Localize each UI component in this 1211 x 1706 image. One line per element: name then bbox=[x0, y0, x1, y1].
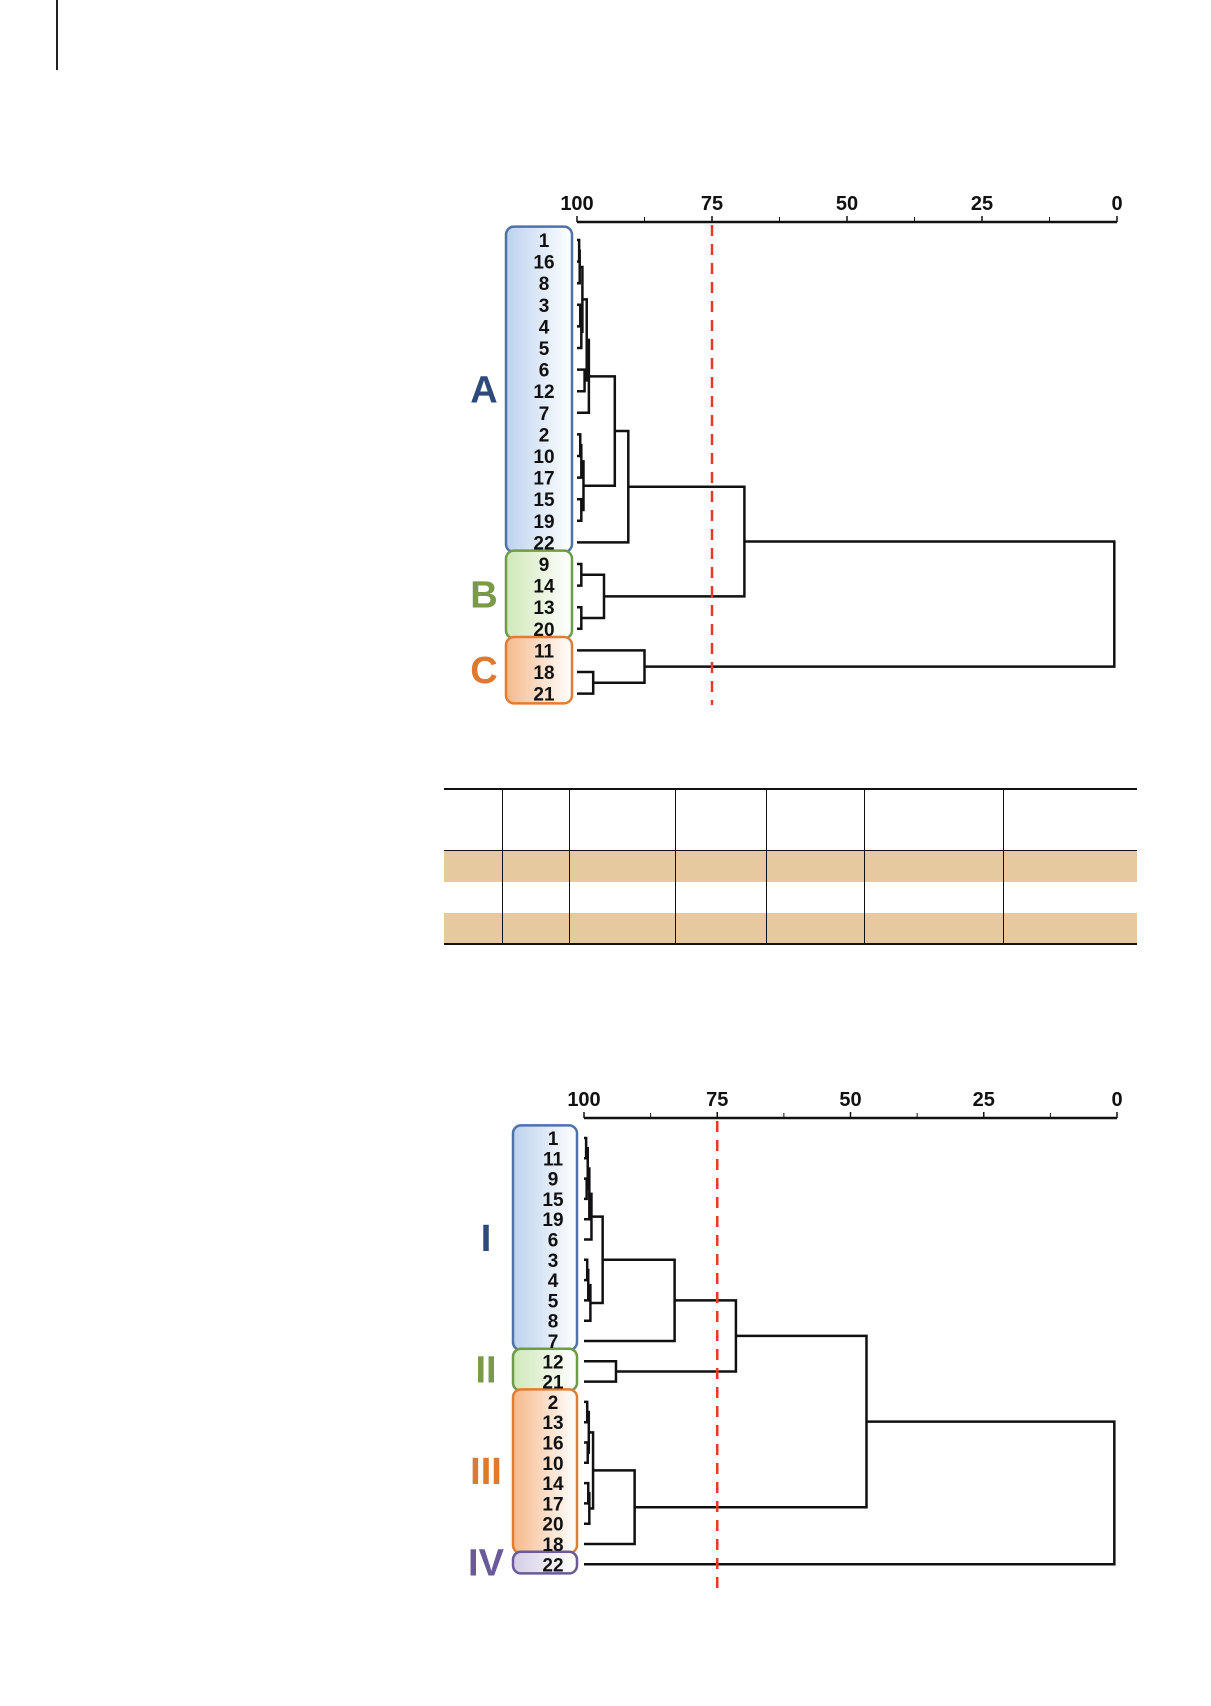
dendrogram-link bbox=[584, 1469, 636, 1546]
cluster-label-B: B bbox=[470, 575, 497, 617]
leaf-label: 19 bbox=[533, 512, 554, 533]
leaf-label: 10 bbox=[542, 1454, 563, 1475]
leaf-label: 3 bbox=[539, 296, 550, 317]
table-column-divider bbox=[1003, 788, 1004, 944]
table-bottom-rule bbox=[444, 943, 1137, 945]
leaf-label: 19 bbox=[542, 1210, 563, 1231]
leaf-label: 6 bbox=[539, 361, 550, 382]
leaf-label: 7 bbox=[539, 404, 550, 425]
leaf-label: 21 bbox=[533, 685, 555, 706]
axis-tick-label: 75 bbox=[706, 1089, 728, 1111]
cluster-label-III: III bbox=[470, 1451, 502, 1493]
table-band-2 bbox=[444, 913, 1137, 944]
axis-tick-label: 50 bbox=[836, 193, 858, 215]
dendrogram-link bbox=[584, 1258, 676, 1343]
table-top-rule bbox=[444, 788, 1137, 790]
table-column-divider bbox=[502, 788, 503, 944]
leaf-label: 12 bbox=[533, 382, 554, 403]
leaf-label: 7 bbox=[548, 1332, 559, 1353]
cluster-box-C bbox=[504, 635, 574, 705]
cluster-label-II: II bbox=[475, 1350, 496, 1392]
table-header-rule bbox=[444, 850, 1137, 851]
axis-tick-label: 25 bbox=[973, 1089, 995, 1111]
cluster-label-IV: IV bbox=[468, 1543, 505, 1585]
table-band-1 bbox=[444, 851, 1137, 882]
dendrogram-link bbox=[584, 1481, 590, 1505]
cluster-label-C: C bbox=[470, 650, 497, 692]
leaf-label: 2 bbox=[539, 425, 550, 446]
cluster-box-IV bbox=[511, 1550, 579, 1575]
leaf-label: 20 bbox=[542, 1515, 563, 1536]
leaf-label: 5 bbox=[548, 1291, 559, 1312]
dendrogram-link bbox=[634, 1334, 868, 1509]
table-column-divider bbox=[569, 788, 570, 944]
leaf-label: 21 bbox=[542, 1373, 564, 1394]
axis-tick-label: 25 bbox=[971, 193, 993, 215]
leaf-label: 9 bbox=[548, 1170, 559, 1191]
table-column-divider bbox=[675, 788, 676, 944]
leaf-label: 18 bbox=[542, 1535, 563, 1556]
leaf-label: 3 bbox=[548, 1251, 559, 1272]
dendrogram-link bbox=[584, 1258, 589, 1282]
leaf-label: 1 bbox=[539, 231, 550, 252]
dendrogram-link bbox=[584, 1192, 593, 1241]
dendrogram-link bbox=[584, 1400, 589, 1424]
leaf-label: 8 bbox=[548, 1312, 559, 1333]
results-table bbox=[444, 788, 1137, 945]
leaf-label: 11 bbox=[534, 641, 555, 662]
leaf-label: 6 bbox=[548, 1231, 559, 1252]
leaf-label: 16 bbox=[542, 1434, 563, 1455]
dendrogram-top: 100 75 50 25 0A BC 116834561272101715192291413… bbox=[470, 193, 1122, 706]
leaf-label: 22 bbox=[533, 533, 554, 554]
leaf-label: 16 bbox=[533, 253, 554, 274]
leaf-label: 14 bbox=[533, 577, 555, 598]
leaf-label: 22 bbox=[542, 1555, 563, 1576]
dendrogram-link bbox=[584, 1136, 588, 1160]
axis-tick-label: 50 bbox=[839, 1089, 861, 1111]
table-column-divider bbox=[766, 788, 767, 944]
leaf-label: 20 bbox=[533, 620, 554, 641]
page-margin-rule bbox=[56, 0, 58, 70]
leaf-label: 12 bbox=[542, 1352, 563, 1373]
leaf-label: 1 bbox=[548, 1129, 559, 1150]
dendrogram-link bbox=[584, 1420, 1116, 1566]
leaf-label: 13 bbox=[542, 1413, 563, 1434]
leaf-label: 18 bbox=[533, 663, 554, 684]
dendrogram-link bbox=[644, 540, 1116, 668]
axis-tick-label: 75 bbox=[701, 193, 723, 215]
leaf-label: 14 bbox=[542, 1474, 564, 1495]
dendrogram-link bbox=[584, 1492, 591, 1525]
axis-tick-label: 0 bbox=[1111, 1089, 1122, 1111]
leaf-label: 9 bbox=[539, 555, 550, 576]
leaf-label: 4 bbox=[539, 317, 550, 338]
axis-tick-label: 0 bbox=[1111, 193, 1122, 215]
leaf-label: 5 bbox=[539, 339, 550, 360]
leaf-label: 15 bbox=[542, 1190, 564, 1211]
cluster-label-A: A bbox=[470, 369, 497, 411]
leaf-label: 15 bbox=[533, 490, 555, 511]
leaf-label: 11 bbox=[543, 1149, 564, 1170]
axis-tick-label: 100 bbox=[567, 1089, 600, 1111]
dendrogram-link bbox=[584, 1360, 618, 1383]
leaf-label: 4 bbox=[548, 1271, 559, 1292]
leaf-label: 10 bbox=[533, 447, 554, 468]
leaf-label: 17 bbox=[533, 469, 554, 490]
leaf-label: 13 bbox=[533, 598, 554, 619]
table-column-divider bbox=[864, 788, 865, 944]
dendrogram-link bbox=[584, 1177, 588, 1201]
dendrogram-link bbox=[584, 1441, 589, 1465]
leaf-label: 17 bbox=[542, 1494, 563, 1515]
cluster-label-I: I bbox=[481, 1218, 492, 1260]
axis-tick-label: 100 bbox=[560, 193, 593, 215]
leaf-label: 2 bbox=[548, 1393, 559, 1414]
leaf-label: 8 bbox=[539, 274, 550, 295]
